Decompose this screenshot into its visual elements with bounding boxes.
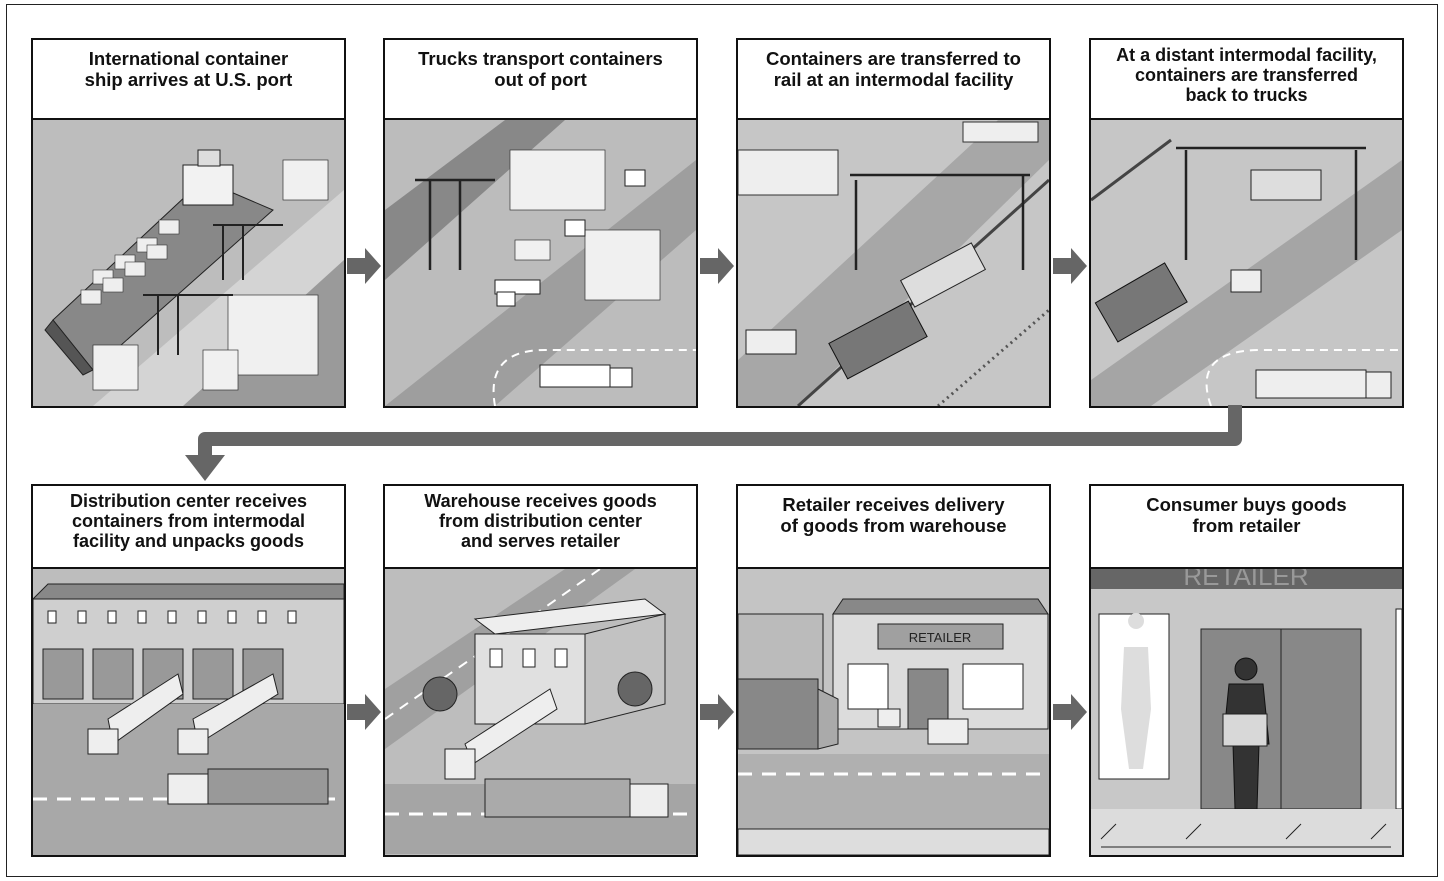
truck (1255, 369, 1392, 399)
caption-line: Consumer buys goods (1146, 494, 1347, 515)
rail-transfer-illustration (738, 120, 1049, 406)
retailer-sign-text: RETAILER (909, 630, 972, 645)
distribution-center-illustration (33, 569, 344, 855)
truck (484, 778, 669, 818)
step-4-panel: At a distant intermodal facility,contain… (1089, 38, 1404, 408)
caption-line: At a distant intermodal facility, (1116, 45, 1377, 65)
caption-line: Distribution center receives (69, 491, 308, 511)
truck (745, 329, 797, 355)
locomotive (828, 300, 928, 380)
truck (494, 279, 541, 307)
figure-frame (6, 4, 1438, 877)
caption-line: from distribution center (438, 511, 642, 531)
caption-line: from retailer (1192, 515, 1301, 536)
arrow-right-icon (700, 694, 734, 730)
consumer-store-illustration: RETAILER (1091, 569, 1402, 855)
caption-line: and serves retailer (460, 531, 621, 551)
arrow-right-icon (1053, 694, 1087, 730)
truck (167, 768, 329, 805)
warehouse-illustration (385, 569, 696, 855)
arrow-right-icon (347, 694, 381, 730)
caption-line: Retailer receives delivery (782, 494, 1005, 515)
retailer-delivery-illustration: RETAILER (738, 569, 1049, 855)
arrow-right-icon (700, 248, 734, 284)
caption-line: International container (88, 48, 289, 69)
step-4-caption: At a distant intermodal facility,contain… (1091, 40, 1402, 120)
caption-line: facility and unpacks goods (72, 531, 305, 551)
truck (87, 673, 184, 755)
caption-line: containers are transferred (1134, 65, 1359, 85)
caption-line: Containers are transferred to (766, 48, 1021, 69)
caption-line: containers from intermodal (71, 511, 306, 531)
caption-line: Warehouse receives goods (424, 491, 657, 511)
arrow-right-icon (347, 248, 381, 284)
truck (444, 688, 558, 780)
port-ship-illustration (33, 120, 344, 406)
container-ship (44, 149, 274, 376)
arrow-right-icon (1053, 248, 1087, 284)
wrap-arrow-icon (185, 405, 1242, 481)
caption-line: of goods from warehouse (780, 515, 1007, 536)
caption-line: rail at an intermodal facility (773, 69, 1014, 90)
locomotive (1094, 262, 1188, 343)
truck (738, 678, 839, 750)
retailer-banner-text: RETAILER (1183, 569, 1308, 591)
rail-to-truck-illustration (1091, 120, 1402, 406)
caption-line: Trucks transport containers (418, 48, 663, 69)
caption-line: back to trucks (1185, 85, 1308, 105)
port-trucks-illustration (385, 120, 696, 406)
caption-line: ship arrives at U.S. port (84, 69, 293, 90)
caption-line: out of port (494, 69, 587, 90)
truck (539, 364, 633, 388)
truck (177, 673, 279, 755)
